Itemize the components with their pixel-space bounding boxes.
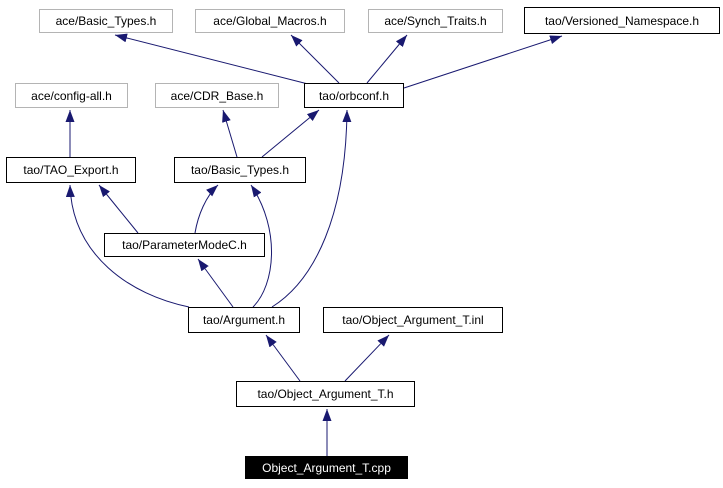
graph-node-ace-cdr-base-h[interactable]: ace/CDR_Base.h [155,83,279,108]
graph-node-ace-synch-traits-h[interactable]: ace/Synch_Traits.h [368,9,503,33]
graph-node-label: tao/Object_Argument_T.h [257,387,394,401]
graph-node-label: ace/Basic_Types.h [55,14,157,28]
edge-tao-orbconf-h--tao-versioned-namespace-h [403,35,563,89]
graph-node-label: Object_Argument_T.cpp [262,460,391,475]
graph-node-label: tao/Versioned_Namespace.h [544,13,700,28]
graph-node-ace-basic-types-h[interactable]: ace/Basic_Types.h [39,9,173,33]
graph-node-label: ace/config-all.h [31,88,112,103]
graph-node-label: tao/ParameterModeC.h [122,238,247,252]
edge-tao-object-argument-t-h--tao-object-argument-t-inl [344,334,390,382]
graph-node-ace-config-all-h[interactable]: ace/config-all.h [15,83,128,108]
edge-tao-basic-types-h--ace-cdr-base-h [222,109,238,158]
edge-tao-orbconf-h--ace-synch-traits-h [366,34,408,84]
graph-node-tao-object-argument-t-h[interactable]: tao/Object_Argument_T.h [236,381,415,407]
edge-tao-argument-h--tao-parametermodec-h [197,258,234,308]
graph-node-label: tao/TAO_Export.h [23,163,119,177]
graph-node-tao-parametermodec-h[interactable]: tao/ParameterModeC.h [104,233,265,257]
graph-node-label: tao/Basic_Types.h [190,163,290,177]
graph-node-tao-argument-h[interactable]: tao/Argument.h [188,307,300,333]
edge-tao-argument-h--tao-basic-types-h [250,184,272,308]
edge-tao-object-argument-t-h--tao-argument-h [265,334,301,382]
graph-node-label: tao/Argument.h [202,313,286,327]
edge-tao-parametermodec-h--tao-tao-export-h [98,184,139,234]
edge-tao-basic-types-h--tao-orbconf-h [261,109,320,158]
edge-tao-orbconf-h--ace-basic-types-h [114,33,309,85]
graph-node-tao-basic-types-h[interactable]: tao/Basic_Types.h [174,157,306,183]
edge-tao-argument-h--tao-tao-export-h [65,184,190,308]
graph-node-label: ace/Global_Macros.h [213,14,327,28]
graph-node-tao-object-argument-t-inl[interactable]: tao/Object_Argument_T.inl [323,307,503,333]
edge-tao-orbconf-h--ace-global-macros-h [290,34,340,84]
graph-node-object-argument-t-cpp: Object_Argument_T.cpp [245,456,408,479]
graph-node-label: ace/Synch_Traits.h [384,14,487,28]
graph-node-label: tao/Object_Argument_T.inl [342,313,484,327]
edge-tao-argument-h--tao-orbconf-h [271,109,352,308]
graph-node-tao-tao-export-h[interactable]: tao/TAO_Export.h [6,157,136,183]
graph-node-label: tao/orbconf.h [318,88,390,103]
graph-node-tao-orbconf-h[interactable]: tao/orbconf.h [304,83,404,108]
edge-tao-parametermodec-h--tao-basic-types-h [194,184,219,234]
graph-node-tao-versioned-namespace-h[interactable]: tao/Versioned_Namespace.h [524,7,720,34]
graph-node-ace-global-macros-h[interactable]: ace/Global_Macros.h [195,9,345,33]
graph-node-label: ace/CDR_Base.h [170,88,264,103]
